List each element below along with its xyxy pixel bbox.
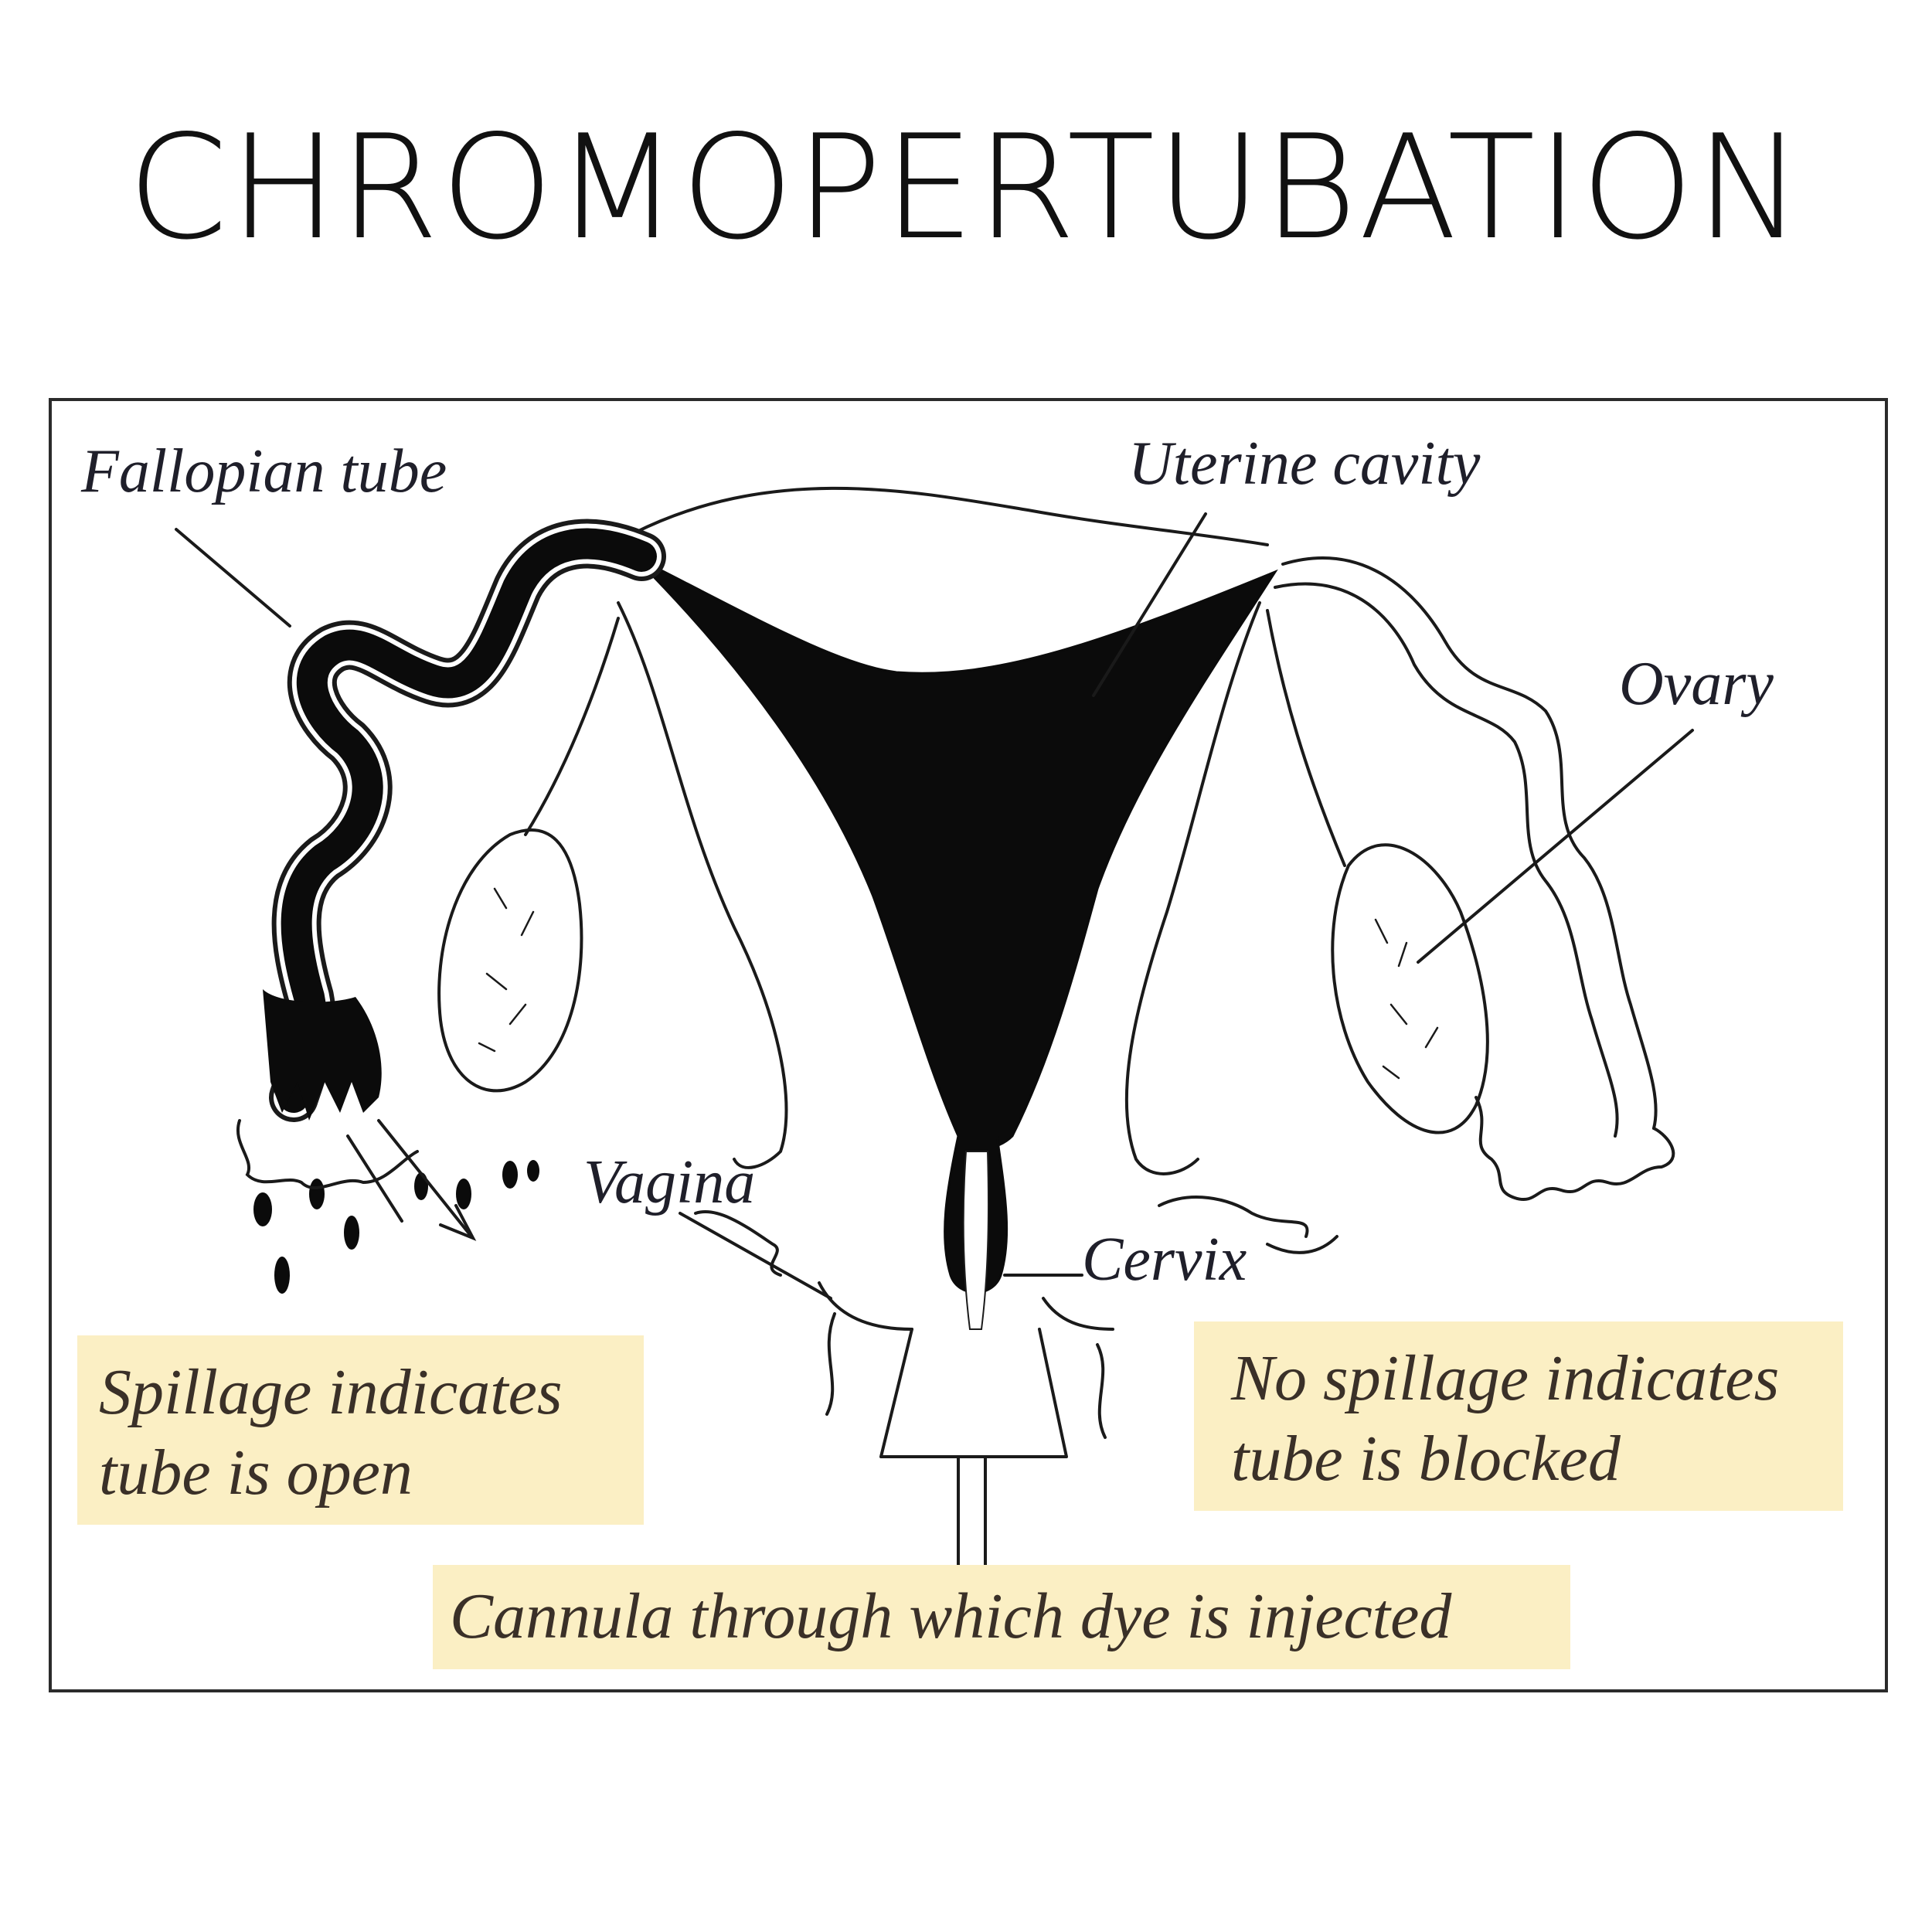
uterus-left-wall: [617, 601, 788, 1169]
vagina-right-edge: [1096, 1343, 1107, 1439]
cannula-note: Cannula through which dye is injected: [433, 1565, 1570, 1669]
fallopian-tube-leader: [175, 528, 291, 628]
no-spillage-line-2: tube is blocked: [1231, 1423, 1621, 1495]
fallopian-tube-label: Fallopian tube: [81, 437, 447, 505]
dye-drop: [253, 1192, 272, 1226]
uterus-right-wall: [1124, 601, 1261, 1175]
cannula-cone: [879, 1328, 1068, 1458]
no-spillage-blocked-note: No spillage indicates tube is blocked: [1194, 1321, 1843, 1511]
left-ligament: [524, 617, 620, 836]
ovary-label: Ovary: [1619, 650, 1774, 718]
spillage-open-note: Spillage indicates tube is open: [77, 1335, 644, 1525]
vagina-left-wall: [818, 1281, 913, 1331]
dye-drop: [502, 1161, 518, 1189]
right-pelvic-squiggle: [1158, 1196, 1338, 1254]
right-fallopian-tube-inner: [1274, 582, 1619, 1138]
left-fimbriae-dye: [263, 989, 382, 1121]
spillage-open-line-1: Spillage indicates: [99, 1356, 563, 1428]
spill-arrow: [377, 1119, 473, 1238]
uterine-cavity-leader: [1092, 512, 1207, 697]
left-fallopian-tube-dye: [278, 528, 657, 1113]
spill-arrow: [346, 1134, 403, 1223]
dye-drop: [527, 1160, 539, 1182]
vagina-leader: [679, 1212, 832, 1300]
no-spillage-line-1: No spillage indicates: [1231, 1342, 1780, 1414]
left-ovary: [437, 828, 583, 1093]
dye-drop: [344, 1216, 359, 1250]
uterine-cavity-dye: [632, 555, 1278, 1149]
uterine-fundus: [632, 486, 1269, 546]
right-ligament: [1266, 609, 1346, 867]
right-fimbriae: [1475, 1096, 1675, 1201]
dye-drop: [456, 1179, 471, 1209]
right-ovary-texture: [1374, 918, 1439, 1080]
left-fimbriae-outline: [236, 1119, 419, 1190]
right-ovary: [1331, 843, 1489, 1134]
left-ovary-texture: [478, 887, 535, 1053]
vagina-left-edge: [825, 1312, 836, 1416]
dye-drop: [274, 1257, 290, 1294]
right-fallopian-tube: [1281, 556, 1658, 1130]
cannula-note-text: Cannula through which dye is injected: [450, 1580, 1452, 1652]
left-pelvic-squiggle: [694, 1210, 782, 1277]
cervix-channel: [962, 1151, 990, 1330]
cervix-label: Cervix: [1082, 1226, 1247, 1294]
spillage-open-line-2: tube is open: [99, 1437, 413, 1509]
vagina-right-wall: [1042, 1297, 1114, 1331]
spill-arrow-head: [439, 1204, 477, 1241]
ovary-leader: [1417, 729, 1694, 964]
dye-drop: [414, 1172, 428, 1200]
vagina-label: Vagina: [583, 1148, 756, 1216]
dye-drop: [309, 1179, 325, 1209]
page-title: CHROMOPERTUBATION: [127, 104, 1804, 271]
uterine-cavity-label: Uterine cavity: [1128, 430, 1481, 498]
